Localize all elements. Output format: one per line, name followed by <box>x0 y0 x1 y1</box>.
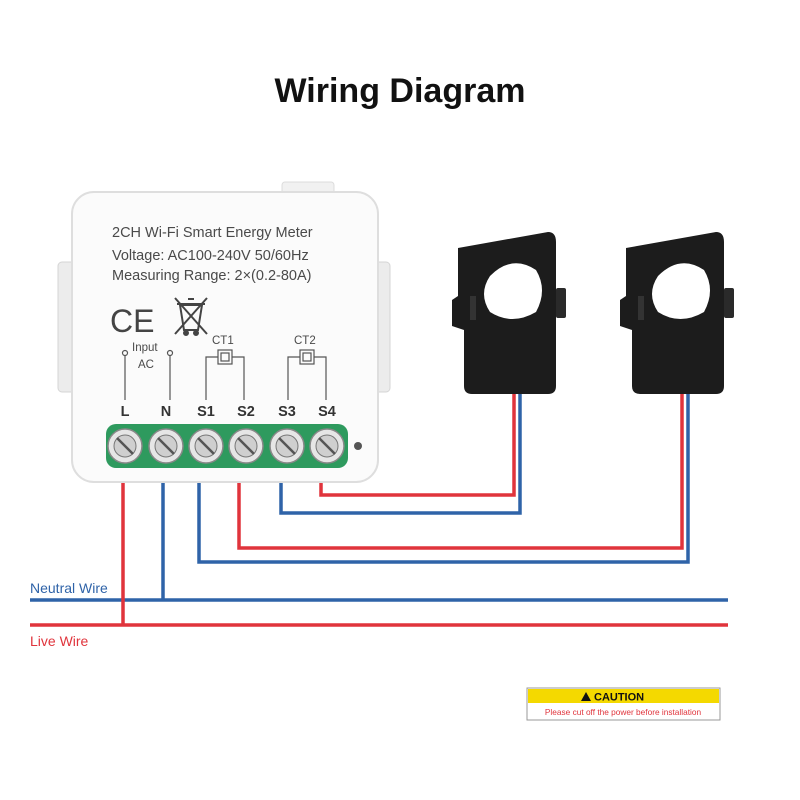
device-voltage: Voltage: AC100-240V 50/60Hz <box>112 248 309 264</box>
warning-triangle-icon <box>581 692 591 701</box>
live-wire-label: Live Wire <box>30 633 89 649</box>
screw-n <box>148 428 184 464</box>
ce-mark-icon: CE <box>110 303 154 339</box>
caution-text: Please cut off the power before installa… <box>545 707 702 717</box>
ct-clamp-1 <box>452 232 566 394</box>
ct-clamp-2 <box>620 232 734 394</box>
ct2-symbol <box>287 349 327 400</box>
screw-l <box>107 428 143 464</box>
energy-meter-device: 2CH Wi-Fi Smart Energy Meter Voltage: AC… <box>57 181 391 483</box>
terminal-labels: L N S1 S2 S3 S4 <box>121 404 336 420</box>
terminal-label-l: L <box>121 404 130 420</box>
weee-bin-icon <box>174 297 208 336</box>
device-range: Measuring Range: 2×(0.2-80A) <box>112 268 312 284</box>
terminal-screws <box>107 428 345 464</box>
s1-wire <box>197 392 690 564</box>
ct1-symbol <box>205 349 245 400</box>
screw-s2 <box>228 428 264 464</box>
diagram-title: Wiring Diagram <box>274 72 526 110</box>
s2-wire <box>237 392 684 550</box>
terminal-label-n: N <box>161 404 171 420</box>
s3-wire <box>279 392 522 515</box>
ct1-label: CT1 <box>212 335 234 347</box>
input-label: Input <box>132 342 158 354</box>
screw-s1 <box>188 428 224 464</box>
screw-s4 <box>309 428 345 464</box>
screw-s3 <box>269 428 305 464</box>
ac-label: AC <box>138 359 154 371</box>
ct2-label: CT2 <box>294 335 316 347</box>
terminal-label-s2: S2 <box>237 404 255 420</box>
device-name: 2CH Wi-Fi Smart Energy Meter <box>112 225 313 241</box>
neutral-wire-label: Neutral Wire <box>30 580 108 596</box>
terminal-label-s4: S4 <box>318 404 336 420</box>
caution-notice: CAUTION Please cut off the power before … <box>526 687 721 721</box>
terminal-label-s1: S1 <box>197 404 215 420</box>
caution-heading: CAUTION <box>594 692 644 704</box>
status-led <box>354 442 362 450</box>
terminal-label-s3: S3 <box>278 404 296 420</box>
input-ac-symbol <box>121 349 174 400</box>
